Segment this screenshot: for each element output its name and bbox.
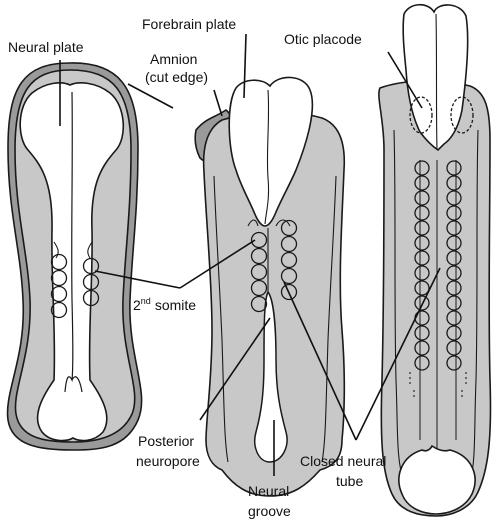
neural-folds: [247, 219, 291, 292]
label-tube: tube: [336, 473, 363, 489]
embryo-left-fold-marks: [53, 241, 93, 259]
somite: [82, 273, 100, 291]
somite: [280, 251, 298, 269]
somite: [280, 235, 298, 253]
somite: [446, 220, 462, 236]
forebrain-plate-shape: [228, 76, 314, 227]
somite: [50, 269, 68, 287]
somite: [446, 160, 462, 176]
label-otic-placode: Otic placode: [284, 31, 362, 47]
somite: [414, 250, 430, 266]
leader-somite-middle: [179, 239, 256, 289]
embryo-right-dotted-tail: [409, 372, 467, 400]
somite: [414, 265, 430, 281]
label-second-somite-number: 2: [133, 297, 141, 313]
leader-closed-tube-middle: [283, 281, 357, 441]
somite: [446, 190, 462, 206]
embryo-right: [378, 3, 492, 517]
embryo-right-somites: [414, 160, 462, 371]
label-posterior: Posterior: [138, 433, 194, 449]
label-neural: Neural: [248, 483, 289, 499]
label-amnion-cut-edge: (cut edge): [145, 69, 208, 85]
label-second-somite: 2nd somite: [133, 296, 196, 313]
somite: [414, 295, 430, 311]
embryo-right-tail-plate: [398, 444, 476, 515]
embryo-right-inner-edge: [393, 129, 479, 483]
embryo-left: [6, 62, 143, 451]
somite: [446, 175, 462, 191]
somite: [446, 205, 462, 221]
somite: [446, 340, 462, 356]
somite: [414, 340, 430, 356]
somite: [50, 285, 68, 303]
somite: [446, 325, 462, 341]
somite: [414, 355, 430, 371]
embryo-middle: [194, 76, 346, 497]
embryo-left-midline: [64, 91, 83, 393]
somite: [446, 250, 462, 266]
somite: [414, 205, 430, 221]
somite: [50, 301, 68, 319]
label-amnion: Amnion: [150, 51, 197, 67]
label-closed-neural: Closed neural: [300, 453, 386, 469]
labels: Neural plate Forebrain plate Amnion (cut…: [8, 16, 386, 519]
somite: [446, 295, 462, 311]
somite: [250, 263, 268, 281]
somite: [414, 175, 430, 191]
somite: [414, 235, 430, 251]
embryo-left-somites: [50, 253, 100, 319]
leader-otic-placode: [387, 51, 423, 109]
leader-closed-tube-right: [355, 267, 441, 441]
embryo-middle-somites: [250, 219, 298, 313]
leader-somite-left: [94, 270, 181, 289]
somite: [250, 279, 268, 297]
somite: [50, 253, 68, 271]
embryo-middle-inner-edge: [213, 175, 337, 463]
otic-placode-left: [409, 96, 433, 134]
label-forebrain-plate: Forebrain plate: [142, 16, 236, 32]
embryo-right-tissue: [378, 80, 492, 517]
somite: [414, 325, 430, 341]
somite: [414, 280, 430, 296]
somite: [280, 219, 298, 237]
leader-lines: [59, 33, 441, 476]
posterior-neuropore-shape: [254, 290, 288, 463]
label-neural-plate: Neural plate: [8, 39, 84, 55]
somite: [446, 265, 462, 281]
somite: [250, 247, 268, 265]
somite: [280, 283, 298, 301]
leader-posterior-neuropore: [199, 317, 271, 421]
somite: [446, 355, 462, 371]
otic-placode-right: [450, 96, 474, 134]
somite: [446, 280, 462, 296]
leader-amnion-middle: [213, 89, 223, 117]
forebrain-midline: [264, 89, 270, 225]
somite: [250, 295, 268, 313]
somite: [414, 190, 430, 206]
somite: [250, 231, 268, 249]
leader-amnion: [127, 83, 174, 109]
somite: [82, 289, 100, 307]
somite: [82, 257, 100, 275]
embryo-right-head-midline: [435, 13, 438, 151]
label-groove: groove: [248, 503, 291, 519]
somite: [414, 220, 430, 236]
somite: [446, 310, 462, 326]
somite: [446, 235, 462, 251]
label-neuropore: neuropore: [136, 453, 200, 469]
somite: [280, 267, 298, 285]
leader-forebrain-plate: [243, 33, 247, 99]
somite: [414, 160, 430, 176]
label-second-somite-sup: nd: [141, 296, 151, 306]
label-second-somite-word: somite: [155, 297, 196, 313]
embryo-middle-tissue: [202, 109, 346, 497]
